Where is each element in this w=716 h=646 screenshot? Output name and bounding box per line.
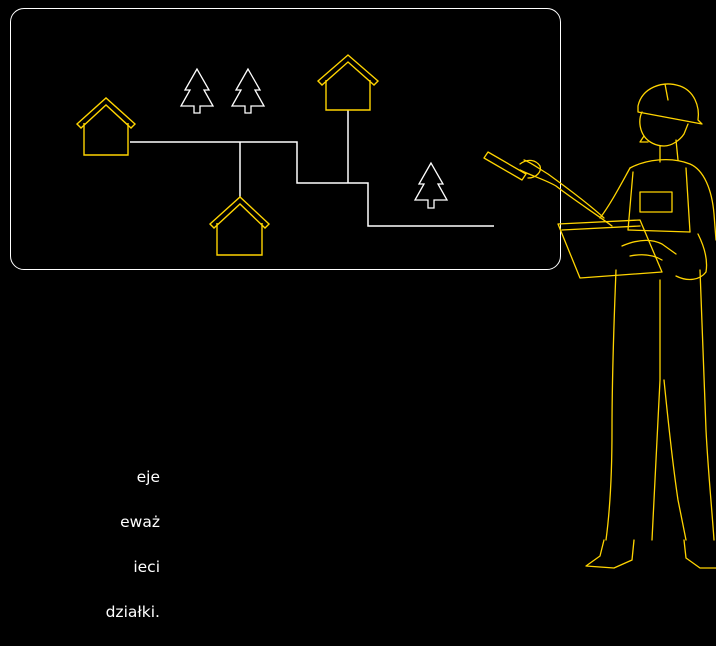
network-main-line [130,141,494,227]
house-icon [316,54,380,111]
site-plan-illustration [75,54,716,569]
tree-icon [230,67,266,114]
site-plan-board [10,8,561,270]
caption-line: eje [136,467,160,486]
worker-overalls [605,269,715,541]
caption-text: eje eważ ieci działki. [0,443,160,646]
house-icon [208,196,271,256]
boot-icon [585,539,635,569]
house-icon [75,97,137,156]
tree-icon [413,161,449,209]
hard-hat-icon [637,83,703,125]
caption-line: ieci [133,557,160,576]
pen-icon [483,151,527,181]
network-lines [130,110,494,227]
tablet-icon [557,219,663,279]
worker-torso [629,158,716,241]
tree-icon [179,67,215,114]
worker-head [639,111,689,147]
construction-worker-illustration [483,83,716,569]
boot-icon [683,539,716,569]
caption-line: działki. [105,602,160,621]
caption-line: eważ [120,512,160,531]
worker-raised-arm [519,159,613,227]
